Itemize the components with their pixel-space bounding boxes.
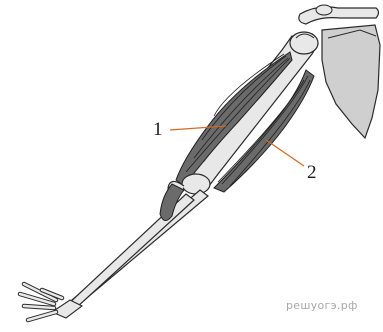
hand-bones: [20, 284, 82, 320]
watermark: решуогэ.рф: [286, 299, 358, 312]
label-1: 1: [153, 120, 163, 139]
leader-line-2: [266, 140, 304, 166]
forearm-bones: [66, 184, 208, 308]
label-2: 2: [307, 163, 317, 182]
scapula-bone: [322, 25, 380, 138]
clavicle-bone: [299, 5, 379, 24]
